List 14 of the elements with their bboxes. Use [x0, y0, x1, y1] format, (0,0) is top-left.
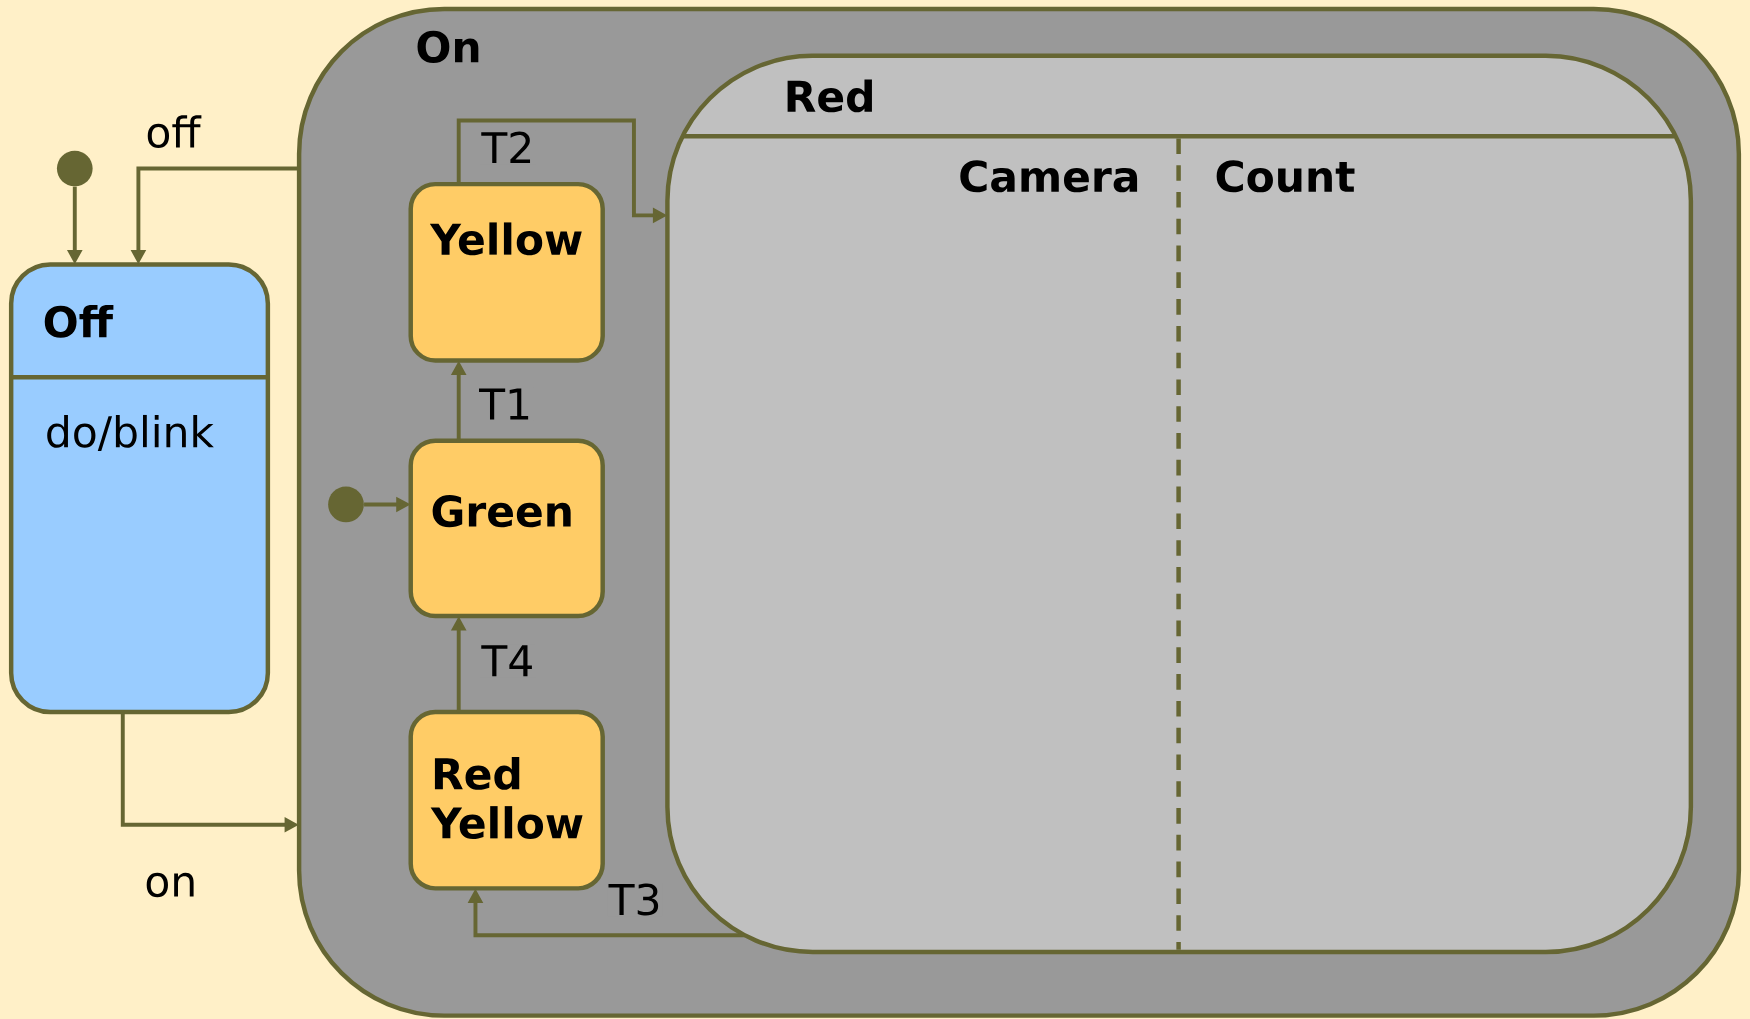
state-box: Off do/blink — [8, 262, 271, 715]
edge-label: T4 — [480, 644, 536, 678]
state-box: Red Yellow — [408, 709, 605, 891]
state-box: Yellow — [408, 181, 605, 363]
edge-label: T2 — [480, 130, 536, 165]
edge-label: off — [144, 114, 202, 150]
edge-label: on — [143, 871, 199, 899]
initial-dot — [328, 486, 364, 523]
region: Count — [1216, 160, 1355, 193]
state-box: Green — [408, 438, 605, 619]
edge-label: T3 — [607, 882, 663, 917]
initial-dot — [56, 150, 93, 187]
edge-label: T1 — [478, 387, 534, 421]
region: Camera — [960, 160, 1138, 193]
